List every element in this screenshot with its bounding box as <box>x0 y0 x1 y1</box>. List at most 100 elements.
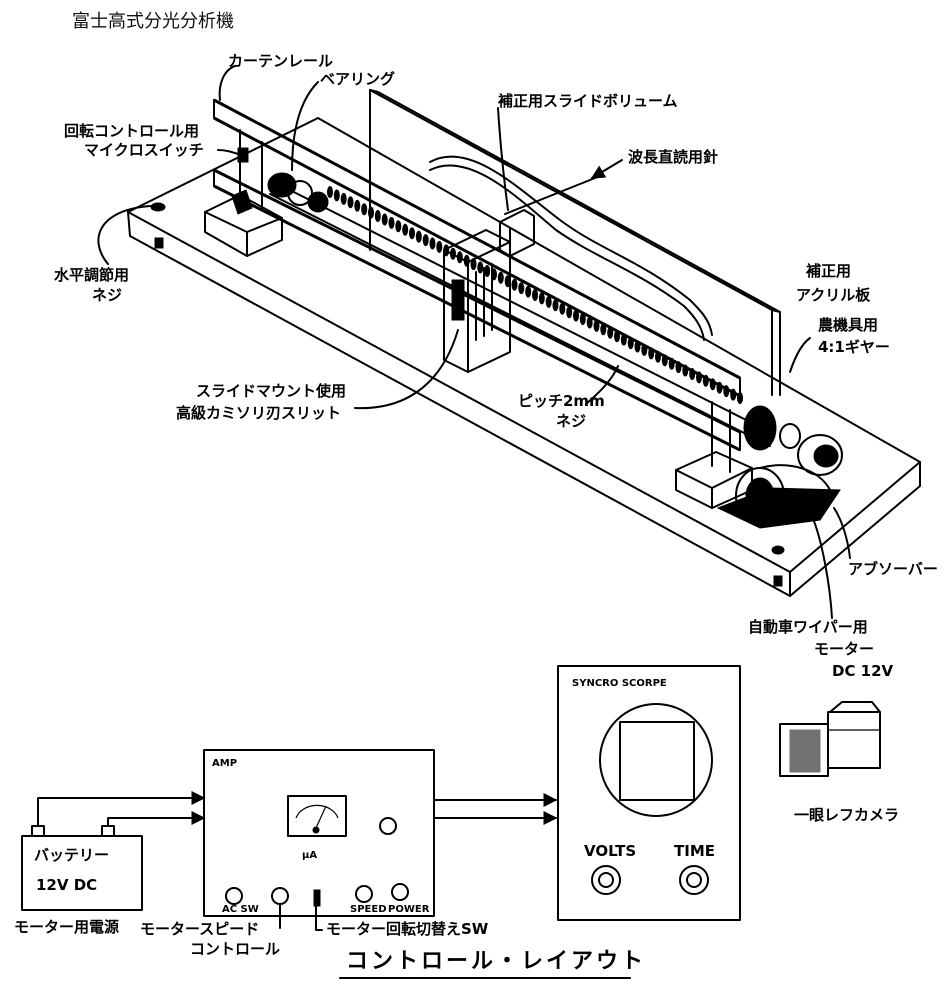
label-gear-1: 農機具用 <box>818 316 878 334</box>
screw-thread <box>709 378 716 391</box>
amp-label: AMP <box>212 758 237 769</box>
label-pitch-screw-2: ネジ <box>556 412 586 430</box>
screw-thread <box>388 216 395 229</box>
screw-thread <box>409 227 415 240</box>
screw-thread <box>607 326 614 339</box>
screw-thread <box>354 199 361 212</box>
screw-thread <box>347 196 354 209</box>
screw-thread <box>737 392 743 404</box>
label-pitch-screw-1: ピッチ2mm <box>518 392 605 410</box>
label-wiper-motor-3: DC 12V <box>832 662 894 680</box>
screw-thread <box>579 313 586 325</box>
meter-unit-label: μA <box>302 850 317 861</box>
screw-thread <box>484 265 491 277</box>
battery-label-2: 12V DC <box>36 876 97 894</box>
screw-thread <box>620 333 627 346</box>
diagram-title: 富士高式分光分析機 <box>72 11 234 32</box>
label-leveling-screw-2: ネジ <box>92 286 122 304</box>
label-wavelength-needle: 波長直読用針 <box>628 148 718 166</box>
screw-thread <box>655 350 661 363</box>
screw-thread <box>730 388 737 401</box>
screw-thread <box>497 271 504 284</box>
label-wiper-motor-2: モーター <box>814 640 874 658</box>
slit-carriage <box>443 229 511 373</box>
time-knob[interactable] <box>679 865 709 895</box>
screw-thread <box>361 203 368 216</box>
screw-thread <box>661 354 668 367</box>
scope-volts-label: VOLTS <box>584 842 636 860</box>
battery-label-1: バッテリー <box>34 846 109 864</box>
label-leveling-screw-1: 水平調節用 <box>54 266 129 284</box>
bearing-icon <box>267 172 329 213</box>
label-micro-switch-1: 回転コントロール用 <box>64 122 199 140</box>
amp-knob-power[interactable] <box>391 883 409 901</box>
screw-thread <box>614 330 620 343</box>
screw-thread <box>429 237 436 250</box>
wiper-motor-icon <box>716 405 843 529</box>
screw-thread <box>641 343 648 356</box>
screw-thread <box>552 299 559 312</box>
scope-title: SYNCRO SCORPE <box>572 678 667 689</box>
screw-thread <box>402 223 409 236</box>
wavelength-needle <box>504 175 601 215</box>
label-correction-plate-2: アクリル板 <box>796 286 871 304</box>
amp-knob-top[interactable] <box>379 817 397 835</box>
label-curtain-rail: カーテンレール <box>228 52 333 70</box>
label-bearing: ベアリング <box>320 70 395 88</box>
footer-title: コントロール・レイアウト <box>346 949 646 974</box>
screw-thread <box>545 295 552 308</box>
screw-thread <box>593 319 600 332</box>
label-micro-switch-2: マイクロスイッチ <box>84 141 204 159</box>
label-speed-control-2: コントロール <box>190 940 280 958</box>
label-slide-volume: 補正用スライドボリューム <box>497 92 678 110</box>
camera-icon <box>779 701 881 777</box>
screw-thread <box>586 316 593 329</box>
volts-knob[interactable] <box>591 865 621 895</box>
label-speed-control-1: モータースピード <box>140 920 259 938</box>
screw-thread <box>381 213 388 226</box>
screw-thread <box>627 337 634 350</box>
screw-thread <box>716 381 723 394</box>
rotation-switch-icon[interactable] <box>313 889 321 907</box>
label-correction-plate-1: 補正用 <box>805 262 851 280</box>
screw-thread <box>634 340 641 353</box>
leader-lines <box>97 65 851 619</box>
amp-knob-speed-2[interactable] <box>355 885 373 903</box>
screw-thread <box>415 230 422 243</box>
screw-thread <box>682 364 689 377</box>
screw-thread <box>675 361 682 374</box>
upper-rail <box>213 98 741 380</box>
label-slit-2: 高級カミソリ刃スリット <box>176 404 341 422</box>
screw-thread <box>511 278 518 291</box>
screw-thread <box>422 234 429 247</box>
screw-thread <box>600 323 607 336</box>
screw-thread <box>559 302 566 315</box>
pitch-screw <box>269 179 771 447</box>
battery-box: バッテリー 12V DC <box>21 825 143 911</box>
apparatus-drawing <box>127 89 921 597</box>
label-absorber: アブソーバー <box>848 560 938 578</box>
knob-label-ac: AC SW <box>222 904 259 915</box>
synchroscope-box: SYNCRO SCORPE VOLTS TIME <box>557 665 741 921</box>
screw-thread <box>538 292 545 305</box>
amp-knob-ac[interactable] <box>225 887 243 905</box>
screw-thread <box>573 309 579 322</box>
amp-knob-speed[interactable] <box>271 887 289 905</box>
screw-thread <box>723 385 730 398</box>
screw-thread <box>436 240 443 253</box>
screw-thread <box>525 285 532 298</box>
label-camera: 一眼レフカメラ <box>794 806 899 824</box>
screw-thread <box>532 289 538 301</box>
knob-label-speed: SPEED <box>350 904 387 915</box>
screw-thread <box>702 374 709 387</box>
label-slit-1: スライドマウント使用 <box>196 382 346 400</box>
screw-thread <box>668 357 675 370</box>
label-rotation-switch: モーター回転切替えSW <box>326 920 489 938</box>
screw-thread <box>327 186 333 198</box>
label-gear-2: 4:1ギヤー <box>818 338 890 356</box>
screw-thread <box>689 368 696 380</box>
screw-thread <box>477 261 484 274</box>
screw-thread <box>696 371 702 384</box>
screw-thread <box>518 282 525 295</box>
